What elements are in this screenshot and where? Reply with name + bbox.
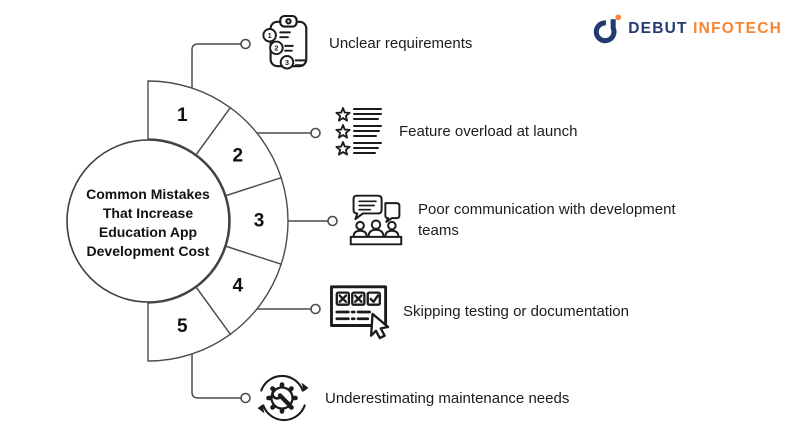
starred-feature-list-icon (335, 106, 385, 158)
item-label: Skipping testing or documentation (403, 302, 629, 320)
item-label: Feature overload at launch (399, 123, 578, 140)
item-label: Poor communication with development team… (418, 201, 676, 239)
svg-text:3: 3 (285, 58, 289, 67)
svg-text:2: 2 (274, 43, 278, 52)
gear-wrench-cycle-icon (255, 369, 311, 427)
connector-line-1 (191, 43, 241, 89)
center-title-line: That Increase (103, 205, 193, 221)
center-title-line: Education App (99, 224, 197, 240)
connector-dot-2 (310, 127, 321, 139)
center-title-line: Common Mistakes (86, 186, 210, 202)
segment-number-3: 3 (254, 211, 265, 232)
connector-line-5 (191, 353, 241, 399)
brand-monogram-icon (593, 13, 622, 45)
item-label: Unclear requirements (329, 34, 473, 52)
center-title-line: Development Cost (87, 243, 210, 259)
brand-name-primary: DEBUT (628, 20, 688, 37)
connector-dot-1 (240, 38, 251, 50)
item-label: Underestimating maintenance needs (325, 389, 570, 407)
connector-dot-3 (327, 215, 338, 227)
segment-number-2: 2 (233, 145, 244, 166)
brand-name-secondary: INFOTECH (693, 20, 782, 37)
connector-dot-5 (240, 392, 251, 404)
svg-text:1: 1 (268, 31, 272, 40)
clipboard-numbered-list-icon: 1 2 3 (260, 13, 314, 73)
list-item-5: Underestimating maintenance needs (255, 368, 569, 428)
brand-logo: DEBUT INFOTECH (593, 13, 782, 45)
wheel-segment-5 (147, 286, 232, 362)
list-item-1: 1 2 3 Unclear requirements (260, 12, 472, 74)
segment-number-5: 5 (177, 316, 188, 337)
wheel-segments: 1 2 3 4 5 (147, 80, 289, 362)
list-item-2: Feature overload at launch (335, 105, 577, 158)
segment-number-1: 1 (177, 105, 188, 126)
connector-lines (191, 38, 338, 404)
team-meeting-chat-icon (347, 193, 405, 247)
connector-dot-4 (310, 303, 321, 315)
segment-number-4: 4 (233, 276, 244, 297)
center-circle (66, 139, 230, 303)
center-hub: Common Mistakes That Increase Education … (66, 139, 230, 303)
checkbox-cursor-icon (329, 282, 391, 340)
list-item-4: Skipping testing or documentation (329, 282, 629, 340)
list-item-3: Poor communication with development team… (347, 190, 700, 250)
brand-name: DEBUT INFOTECH (628, 20, 782, 38)
